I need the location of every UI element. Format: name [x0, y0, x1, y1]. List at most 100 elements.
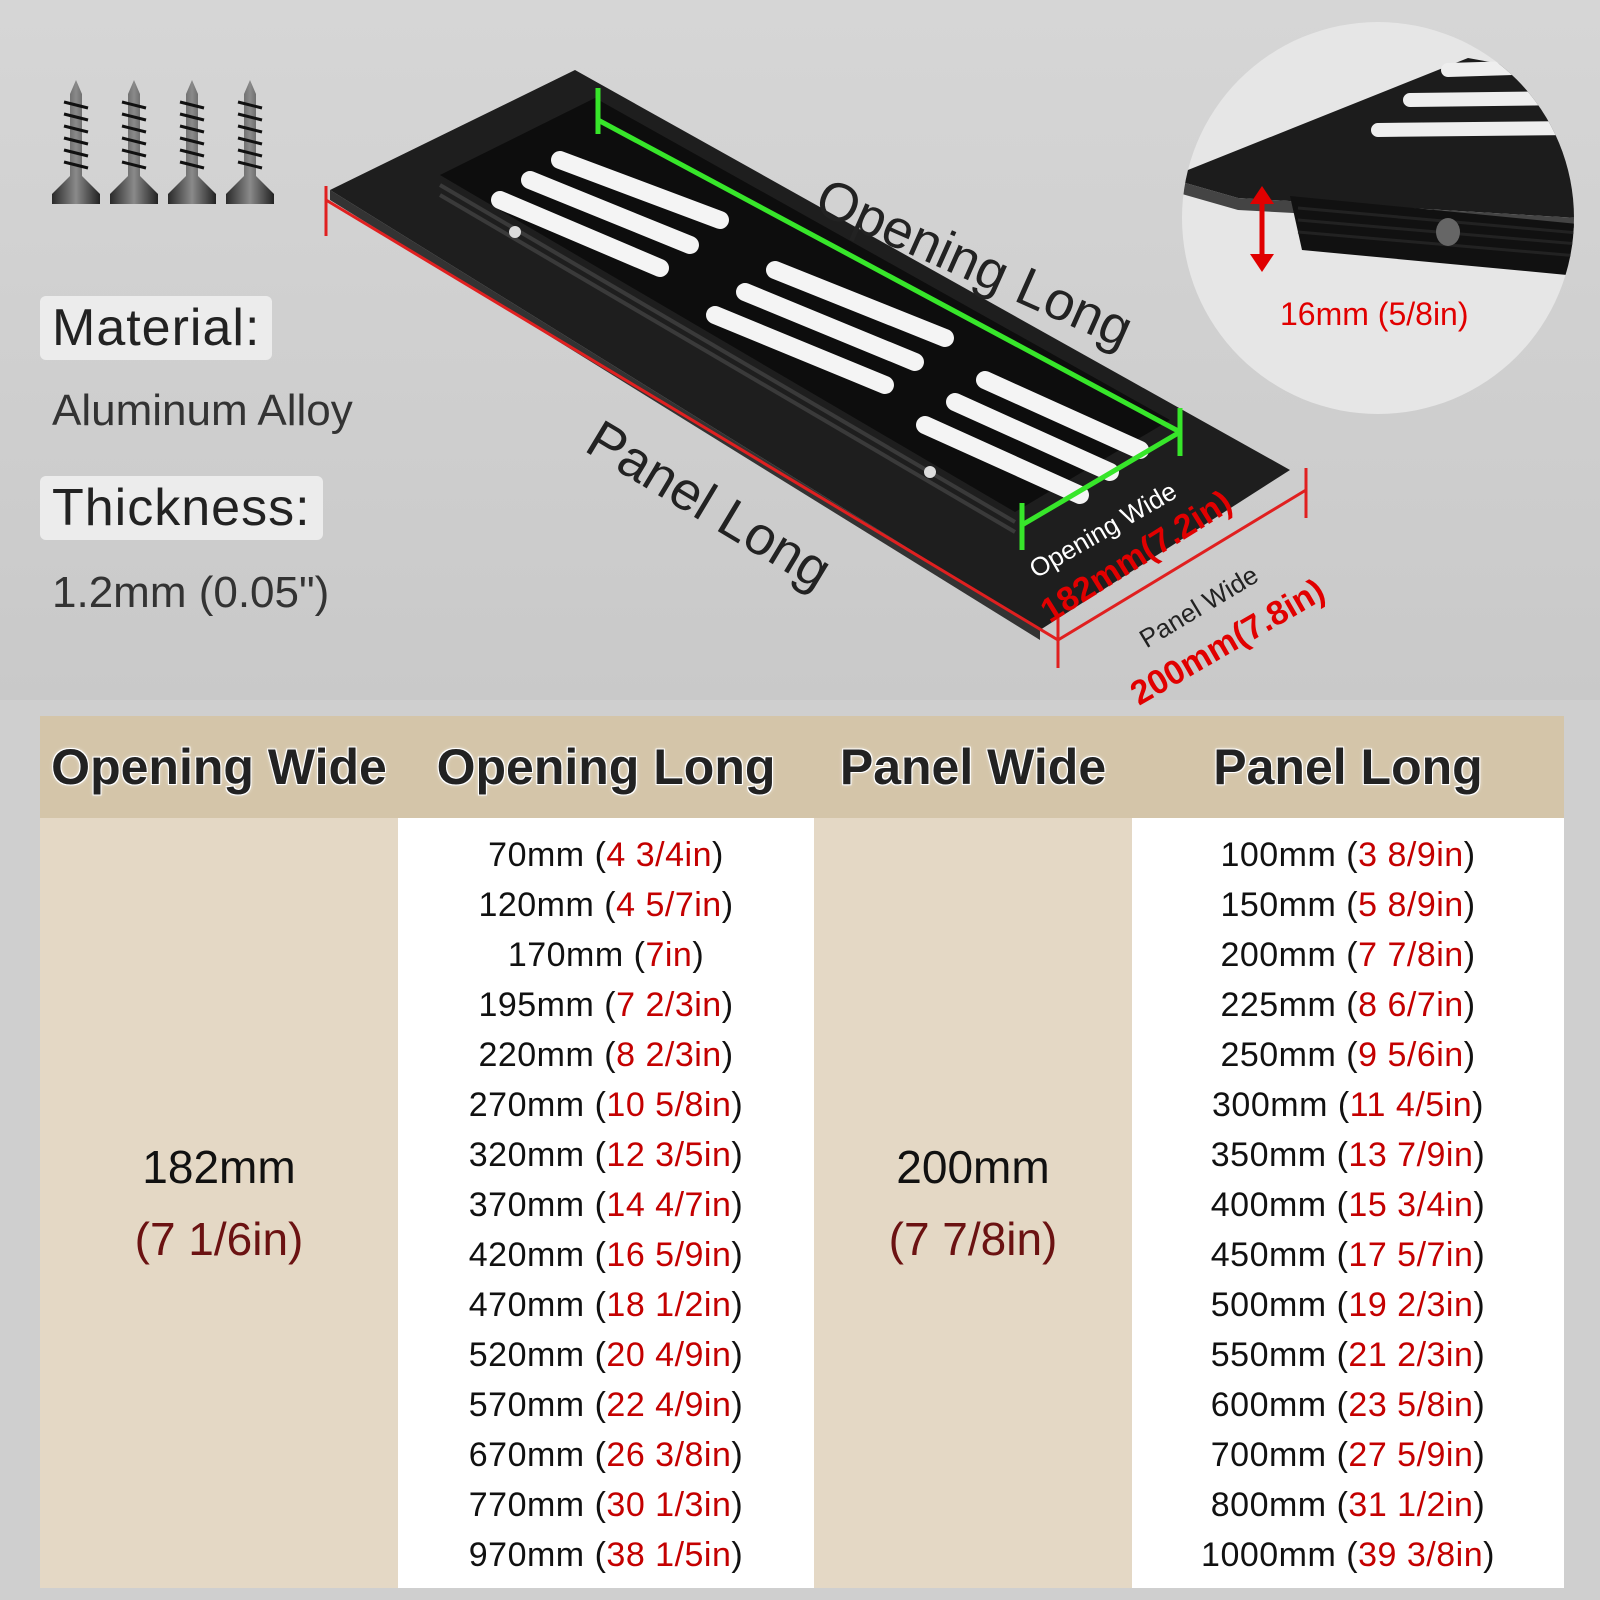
edge-detail-image [1182, 22, 1574, 414]
size-in: 16 5/9in [606, 1236, 732, 1274]
list-item: 300mm (11 4/5in) [1212, 1086, 1484, 1124]
size-mm: 170mm [507, 936, 624, 974]
screws-image [52, 80, 276, 206]
list-item: 570mm (22 4/9in) [468, 1386, 744, 1424]
list-item: 450mm (17 5/7in) [1210, 1236, 1486, 1274]
panel-wide-mm: 200mm [896, 1141, 1050, 1193]
size-mm: 420mm [468, 1236, 585, 1274]
size-in: 18 1/2in [606, 1286, 732, 1324]
size-mm: 450mm [1210, 1236, 1327, 1274]
size-mm: 225mm [1220, 986, 1337, 1024]
size-in: 4 5/7in [616, 886, 722, 924]
list-item: 770mm (30 1/3in) [468, 1486, 744, 1524]
size-in: 11 4/5in [1349, 1086, 1473, 1124]
size-in: 10 5/8in [606, 1086, 732, 1124]
size-in: 7 7/8in [1358, 936, 1464, 974]
opening-wide-mm: 182mm [142, 1141, 296, 1193]
list-item: 250mm (9 5/6in) [1220, 1036, 1476, 1074]
list-item: 120mm (4 5/7in) [478, 886, 734, 924]
size-mm: 400mm [1210, 1186, 1327, 1224]
list-item: 600mm (23 5/8in) [1210, 1386, 1486, 1424]
list-item: 970mm (38 1/5in) [468, 1536, 744, 1574]
list-item: 370mm (14 4/7in) [468, 1186, 744, 1224]
size-in: 9 5/6in [1358, 1036, 1464, 1074]
size-in: 14 4/7in [606, 1186, 732, 1224]
thickness-label: Thickness: [40, 476, 323, 540]
size-in: 7 2/3in [616, 986, 722, 1024]
size-mm: 220mm [478, 1036, 595, 1074]
size-mm: 370mm [468, 1186, 585, 1224]
size-mm: 100mm [1220, 836, 1337, 874]
list-item: 520mm (20 4/9in) [468, 1336, 744, 1374]
opening-long-list: 70mm (4 3/4in)120mm (4 5/7in)170mm (7in)… [398, 818, 814, 1588]
size-in: 8 6/7in [1358, 986, 1464, 1024]
panel-wide-cell: 200mm (7 7/8in) [814, 818, 1132, 1588]
list-item: 700mm (27 5/9in) [1210, 1436, 1486, 1474]
product-diagram-area: Material: Aluminum Alloy Thickness: 1.2m… [0, 0, 1600, 713]
size-in: 8 2/3in [616, 1036, 722, 1074]
size-mm: 1000mm [1201, 1536, 1337, 1574]
list-item: 420mm (16 5/9in) [468, 1236, 744, 1274]
list-item: 550mm (21 2/3in) [1210, 1336, 1486, 1374]
header-opening-wide: Opening Wide [51, 739, 387, 795]
size-in: 22 4/9in [606, 1386, 732, 1424]
list-item: 225mm (8 6/7in) [1220, 986, 1476, 1024]
size-mm: 520mm [468, 1336, 585, 1374]
list-item: 170mm (7in) [507, 936, 705, 974]
list-item: 400mm (15 3/4in) [1210, 1186, 1486, 1224]
list-item: 195mm (7 2/3in) [478, 986, 734, 1024]
size-table: Opening Wide Opening Long Panel Wide Pan… [40, 716, 1564, 1588]
vent-panel-image [324, 70, 1308, 668]
size-mm: 270mm [468, 1086, 585, 1124]
size-mm: 350mm [1210, 1136, 1327, 1174]
size-in: 31 1/2in [1348, 1486, 1474, 1524]
size-in: 17 5/7in [1348, 1236, 1474, 1274]
material-value: Aluminum Alloy [52, 386, 353, 435]
size-mm: 800mm [1210, 1486, 1327, 1524]
list-item: 100mm (3 8/9in) [1220, 836, 1476, 874]
table-body-row: 182mm (7 1/6in) 70mm (4 3/4in)120mm (4 5… [40, 818, 1564, 1588]
size-in: 7in [645, 936, 693, 974]
size-in: 19 2/3in [1348, 1286, 1474, 1324]
list-item: 470mm (18 1/2in) [468, 1286, 744, 1324]
size-in: 21 2/3in [1348, 1336, 1474, 1374]
material-label: Material: [40, 296, 273, 360]
size-mm: 770mm [468, 1486, 585, 1524]
size-in: 12 3/5in [606, 1136, 732, 1174]
table-header-row: Opening Wide Opening Long Panel Wide Pan… [40, 716, 1564, 818]
size-mm: 320mm [468, 1136, 585, 1174]
size-mm: 970mm [468, 1536, 585, 1574]
list-item: 350mm (13 7/9in) [1210, 1136, 1486, 1174]
size-in: 38 1/5in [606, 1536, 732, 1574]
size-mm: 600mm [1210, 1386, 1327, 1424]
size-in: 15 3/4in [1348, 1186, 1474, 1224]
size-mm: 470mm [468, 1286, 585, 1324]
size-in: 26 3/8in [606, 1436, 732, 1474]
list-item: 670mm (26 3/8in) [468, 1436, 744, 1474]
list-item: 500mm (19 2/3in) [1210, 1286, 1486, 1324]
size-in: 27 5/9in [1348, 1436, 1474, 1474]
size-mm: 670mm [468, 1436, 585, 1474]
size-mm: 70mm [488, 836, 585, 874]
size-in: 13 7/9in [1348, 1136, 1474, 1174]
panel-long-list: 100mm (3 8/9in)150mm (5 8/9in)200mm (7 7… [1132, 818, 1564, 1588]
panel-wide-in: (7 7/8in) [888, 1213, 1058, 1265]
list-item: 800mm (31 1/2in) [1210, 1486, 1486, 1524]
size-mm: 550mm [1210, 1336, 1327, 1374]
list-item: 220mm (8 2/3in) [478, 1036, 734, 1074]
size-in: 3 8/9in [1358, 836, 1464, 874]
opening-wide-in: (7 1/6in) [134, 1213, 304, 1265]
header-panel-long: Panel Long [1213, 739, 1483, 795]
size-in: 30 1/3in [606, 1486, 732, 1524]
size-mm: 500mm [1210, 1286, 1327, 1324]
size-in: 4 3/4in [606, 836, 712, 874]
size-mm: 195mm [478, 986, 595, 1024]
list-item: 270mm (10 5/8in) [468, 1086, 744, 1124]
thickness-value: 1.2mm (0.05") [52, 568, 330, 617]
edge-thickness-label: 16mm (5/8in) [1280, 296, 1469, 332]
size-in: 5 8/9in [1358, 886, 1464, 924]
size-mm: 250mm [1220, 1036, 1337, 1074]
size-mm: 120mm [478, 886, 595, 924]
header-opening-long: Opening Long [436, 739, 776, 795]
list-item: 320mm (12 3/5in) [468, 1136, 744, 1174]
